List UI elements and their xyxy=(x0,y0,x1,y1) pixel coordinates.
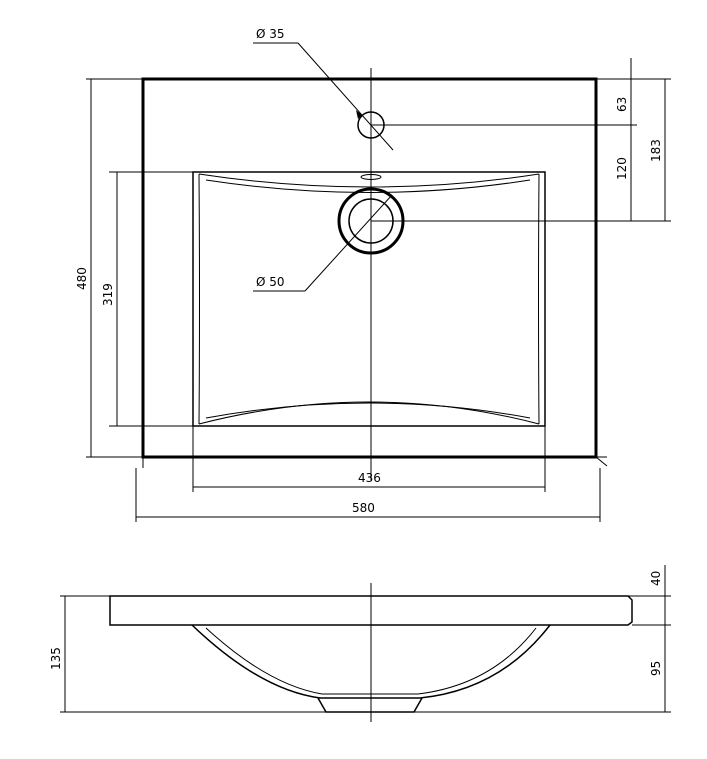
dim-183: 183 xyxy=(649,139,663,162)
drain-diameter-label: Ø 50 xyxy=(256,275,285,289)
drain-diameter-callout: Ø 50 xyxy=(253,194,393,292)
hole-diameter-callout: Ø 35 xyxy=(253,27,394,151)
bottom-dimensions: 436 580 xyxy=(135,426,601,522)
countertop-outline xyxy=(141,77,598,459)
dim-40: 40 xyxy=(649,571,663,586)
right-dimensions: 63 120 183 xyxy=(607,58,671,222)
left-dimensions: 480 319 xyxy=(75,78,193,458)
dim-135: 135 xyxy=(49,647,63,670)
dim-480: 480 xyxy=(75,267,89,290)
dim-63: 63 xyxy=(615,97,629,112)
side-view: 135 40 95 xyxy=(49,565,671,722)
top-view: Ø 35 Ø 50 63 120 183 xyxy=(75,27,671,522)
bowl-profile xyxy=(191,624,551,699)
bowl-outline xyxy=(192,171,546,427)
dim-436: 436 xyxy=(358,471,381,485)
dim-95: 95 xyxy=(649,661,663,676)
dim-580: 580 xyxy=(352,501,375,515)
dim-120: 120 xyxy=(615,157,629,180)
hole-diameter-label: Ø 35 xyxy=(256,27,285,41)
dim-319: 319 xyxy=(101,283,115,306)
drain-profile xyxy=(317,697,423,713)
